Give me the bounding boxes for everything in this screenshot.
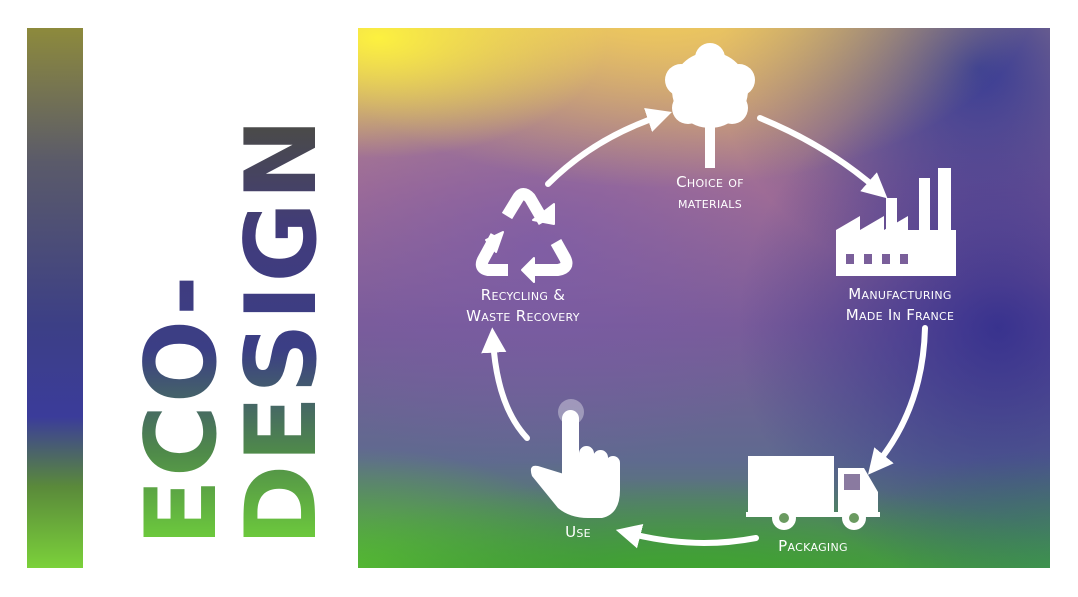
factory-icon (836, 168, 956, 276)
left-color-strip (27, 28, 83, 568)
step-label-packaging: Packaging (778, 537, 848, 555)
recycle-icon (475, 188, 573, 283)
step-label-use: Use (565, 523, 591, 541)
vertical-title: ECO- DESIGN (83, 28, 358, 568)
arrow-recycling-to-materials (545, 108, 672, 187)
title-line-eco: ECO- (125, 26, 239, 546)
truck-icon (746, 456, 880, 530)
cycle-graphics (475, 43, 956, 549)
hand-pointer-icon (530, 399, 620, 518)
title-panel: ECO- DESIGN (83, 28, 358, 568)
arrow-materials-to-manufacturing (757, 115, 888, 199)
arrow-use-to-recycling (481, 327, 530, 441)
step-label-recycling: Recycling &Waste Recovery (466, 286, 580, 325)
arrow-manufacturing-to-packaging (867, 325, 928, 475)
arrow-packaging-to-use (615, 523, 759, 549)
title-line-design: DESIGN (225, 26, 339, 546)
tree-icon (665, 43, 755, 168)
